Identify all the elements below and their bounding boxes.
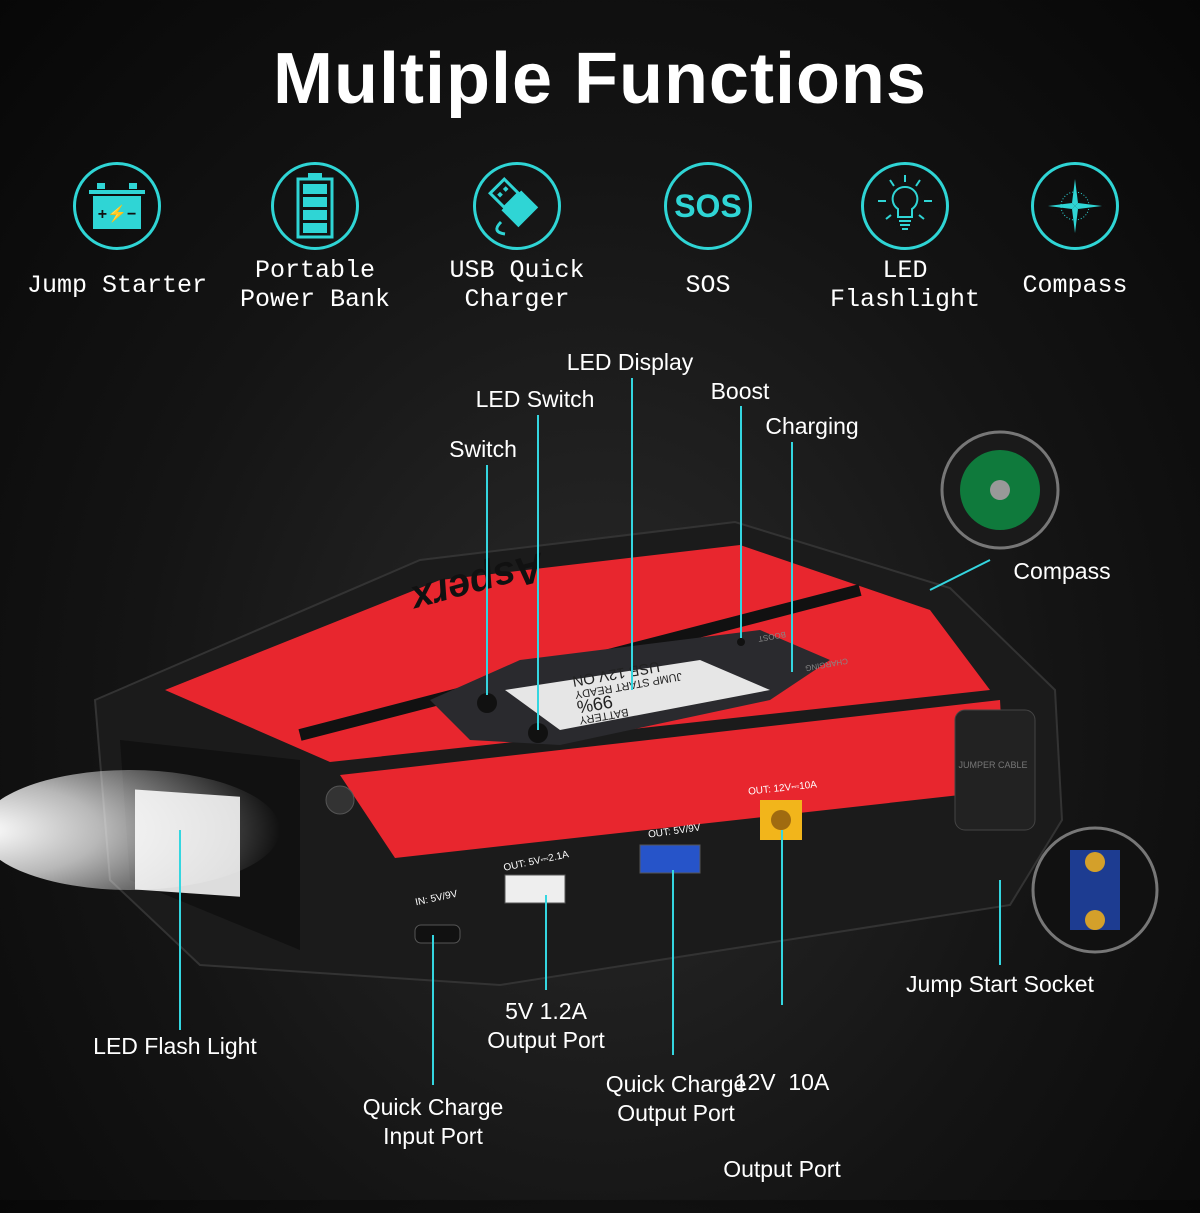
callout-charging: Charging: [765, 413, 859, 439]
callout-line-1: 12V 10A: [734, 1069, 830, 1095]
callout-line: [999, 880, 1001, 965]
callout-line: [791, 442, 793, 672]
callout-boost: Boost: [710, 378, 770, 404]
callout-line-2: Output Port: [723, 1156, 841, 1182]
feature-label: USB Quick Charger: [449, 256, 585, 314]
callout-usb-5v-output: 5V 1.2A Output Port: [487, 997, 605, 1055]
feature-flashlight: LED Flashlight: [805, 162, 1005, 314]
jumper-cover-label: JUMPER CABLE: [958, 760, 1028, 770]
callout-jump-start-socket: Jump Start Socket: [906, 971, 1094, 997]
callout-switch: Switch: [449, 436, 517, 462]
feature-label: LED Flashlight: [829, 256, 981, 314]
feature-compass: Compass: [975, 162, 1175, 314]
feature-label: SOS: [685, 270, 731, 300]
compass-rose-icon: [1048, 179, 1102, 233]
car-battery-icon: +⚡−: [89, 183, 145, 229]
callout-quick-charge-input: Quick Charge Input Port: [363, 1093, 504, 1151]
feature-sos: SOS SOS: [608, 162, 808, 314]
callout-line: [179, 830, 181, 1030]
feature-label: Portable Power Bank: [239, 256, 391, 314]
feature-label: Jump Starter: [26, 270, 208, 300]
callout-line: [740, 406, 742, 638]
callout-line: [432, 935, 434, 1085]
battery-icon: [296, 173, 334, 239]
feature-usb-charger: USB Quick Charger: [417, 162, 617, 314]
callout-line-2: Input Port: [383, 1123, 483, 1149]
callout-line-2: Output Port: [487, 1027, 605, 1053]
device-front-red: [340, 700, 1005, 858]
callout-12v-output: 12V 10A Output Port: [723, 1010, 841, 1213]
callout-line-2: Output Port: [617, 1100, 735, 1126]
callout-line: [537, 415, 539, 730]
callout-line-1: Quick Charge: [362, 1094, 504, 1120]
callout-led-display: LED Display: [566, 349, 694, 375]
callout-led-switch: LED Switch: [475, 386, 595, 412]
callout-compass: Compass: [1013, 558, 1111, 584]
svg-text:+⚡−: +⚡−: [98, 204, 137, 223]
callout-line: [545, 895, 547, 990]
feature-jump-starter: +⚡− Jump Starter: [17, 162, 217, 314]
callout-line-1: Quick Charge: [605, 1071, 747, 1097]
callout-line: [672, 870, 674, 1055]
sos-icon: SOS: [674, 187, 742, 224]
callout-line-1: 5V 1.2A: [505, 998, 587, 1024]
lcd-screen: [505, 660, 770, 730]
callout-line: [781, 830, 783, 1005]
usb-plug-icon: [488, 177, 539, 236]
feature-label: Compass: [1022, 270, 1128, 300]
callout-quick-charge-output: Quick Charge Output Port: [606, 1070, 747, 1128]
callout-led-flash-light: LED Flash Light: [93, 1033, 257, 1059]
page-title: Multiple Functions: [273, 39, 927, 119]
light-bulb-icon: [878, 175, 932, 230]
callout-line: [631, 378, 633, 690]
callout-line: [486, 465, 488, 695]
feature-power-bank: Portable Power Bank: [215, 162, 415, 314]
